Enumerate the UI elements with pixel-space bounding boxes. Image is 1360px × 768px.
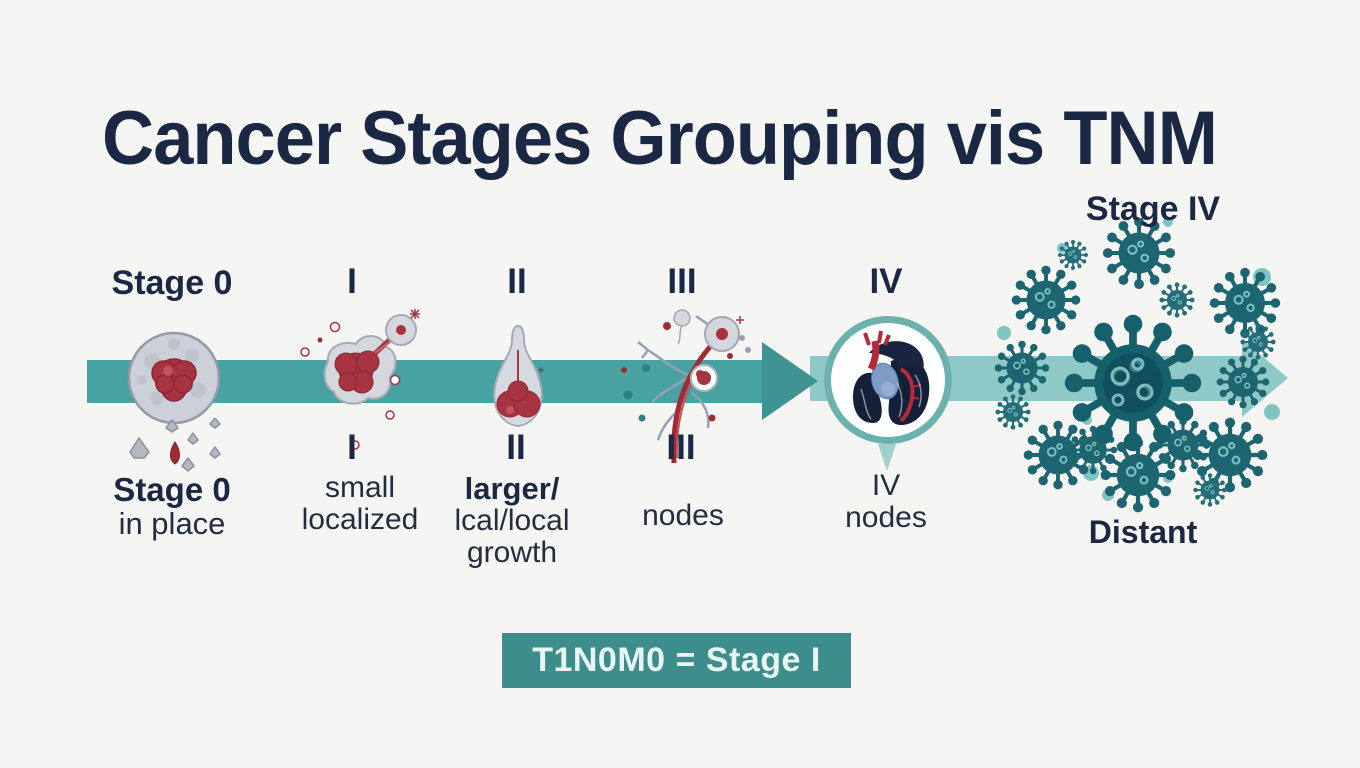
- stage-iv-distant-top-label: Stage IV: [1085, 190, 1221, 228]
- stage-ii-caption-line3: growth: [466, 536, 558, 570]
- stage-iii-caption: nodes: [642, 499, 724, 532]
- stage-ii-caption-line1: larger/: [464, 471, 560, 506]
- distant-caption: Distant: [1088, 514, 1198, 550]
- stage-0-caption-line1: Stage 0: [113, 471, 231, 508]
- local-growth-tumor-icon: [493, 324, 544, 428]
- magnifier-pointer-icon: [878, 444, 896, 471]
- stage-iv-caption-line1: nodes: [845, 501, 927, 535]
- heart-lungs-illustration: [853, 330, 930, 426]
- organ-magnifier-icon: [824, 316, 952, 444]
- stage-ii-numeral: II: [506, 428, 526, 467]
- distant-metastasis-cells-icon: [993, 218, 1328, 518]
- stage-i-numeral: I: [347, 428, 357, 467]
- stage-ii-caption: larger/ lcal/local growth: [454, 472, 569, 569]
- stage-iii-top-label: III: [667, 262, 697, 301]
- stage-ii-caption-line2: lcal/local: [454, 504, 570, 538]
- lymph-node-vessels-icon: [621, 309, 751, 464]
- stage-0-top-label: Stage 0: [111, 264, 233, 302]
- tnm-formula-text: T1N0M0 = Stage I: [532, 641, 821, 679]
- stage-0-caption-line2: in place: [118, 506, 226, 542]
- stage-ii-top-label: II: [507, 262, 527, 301]
- page-title: Cancer Stages Grouping vis TNM: [102, 95, 1218, 181]
- stage-i-caption-line1: small: [324, 471, 396, 504]
- stage-i-caption: small localized: [301, 471, 419, 537]
- stage-iv-top-label: IV: [869, 262, 903, 301]
- tnm-formula-box: T1N0M0 = Stage I: [502, 633, 851, 688]
- carcinoma-in-situ-cell-icon: [127, 331, 221, 425]
- stage-i-caption-line2: localized: [301, 503, 419, 537]
- displaced-cells-icon: [129, 418, 221, 472]
- stage-0-caption: Stage 0 in place: [113, 471, 231, 542]
- stage-i-top-label: I: [347, 262, 357, 301]
- stage-iv-caption: IV nodes: [845, 469, 927, 535]
- stage-iv-caption-numeral: IV: [871, 469, 901, 502]
- progression-arrowhead-icon: [762, 342, 818, 420]
- stage-iii-numeral: III: [666, 428, 696, 467]
- small-localized-tumor-icon: [300, 309, 420, 450]
